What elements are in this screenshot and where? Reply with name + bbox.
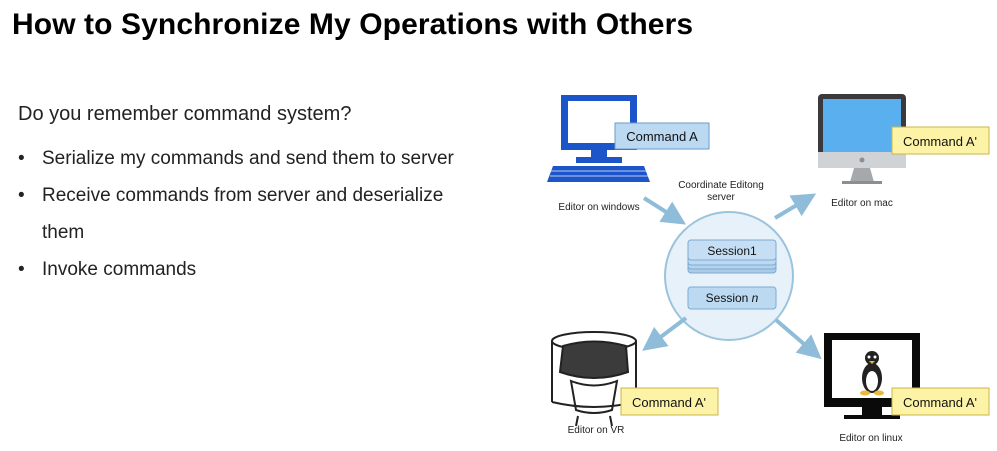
svg-text:Command A': Command A'	[903, 134, 977, 149]
linux-monitor-icon	[824, 333, 920, 419]
session-n-variable: n	[752, 291, 759, 305]
intro-question: Do you remember command system?	[18, 103, 352, 125]
session1-label: Session1	[707, 244, 757, 258]
editor-vr-label: Editor on VR	[568, 425, 625, 436]
bullet-dot: •	[18, 259, 25, 280]
bullet-list: • Serialize my commands and send them to …	[18, 140, 458, 288]
command-a-prime-linux-box: Command A'	[891, 387, 990, 416]
session-n-prefix: Session	[706, 291, 752, 305]
bullet-item: • Receive commands from server and deseri…	[18, 177, 458, 251]
bullet-dot: •	[18, 185, 25, 206]
bullet-dot: •	[18, 148, 25, 169]
penguin-icon	[860, 351, 884, 396]
mac-icon	[818, 94, 906, 184]
command-a-prime-vr-box: Command A'	[620, 387, 719, 416]
editor-mac-label: Editor on mac	[831, 198, 893, 209]
editor-windows-label: Editor on windows	[558, 202, 639, 213]
slide-title: How to Synchronize My Operations with Ot…	[12, 8, 694, 41]
command-a-box: Command A	[614, 122, 710, 150]
svg-text:Command A: Command A	[626, 129, 698, 144]
arrow-server-to-mac	[773, 193, 817, 220]
bullet-item: • Serialize my commands and send them to …	[18, 140, 458, 177]
command-a-prime-mac-box: Command A'	[891, 126, 990, 155]
arrow-windows-to-server	[642, 196, 687, 225]
session-n-box: Session n	[687, 286, 777, 310]
svg-text:Session n: Session n	[706, 291, 759, 305]
bullet-text: Invoke commands	[42, 259, 197, 280]
session-stack: Session1	[687, 239, 777, 274]
arrow-server-to-linux	[774, 318, 822, 360]
arrow-server-to-vr	[642, 316, 688, 351]
bullet-item: • Invoke commands	[18, 251, 458, 288]
svg-text:Command A': Command A'	[903, 395, 977, 410]
editor-linux-label: Editor on linux	[839, 433, 902, 444]
bullet-text: Receive commands from server and deseria…	[42, 185, 444, 243]
server-label: server	[707, 192, 735, 203]
bullet-text: Serialize my commands and send them to s…	[42, 148, 454, 169]
svg-text:Command A': Command A'	[632, 395, 706, 410]
vr-headset-icon	[551, 331, 637, 427]
server-label: Coordinate Editong	[678, 180, 764, 191]
